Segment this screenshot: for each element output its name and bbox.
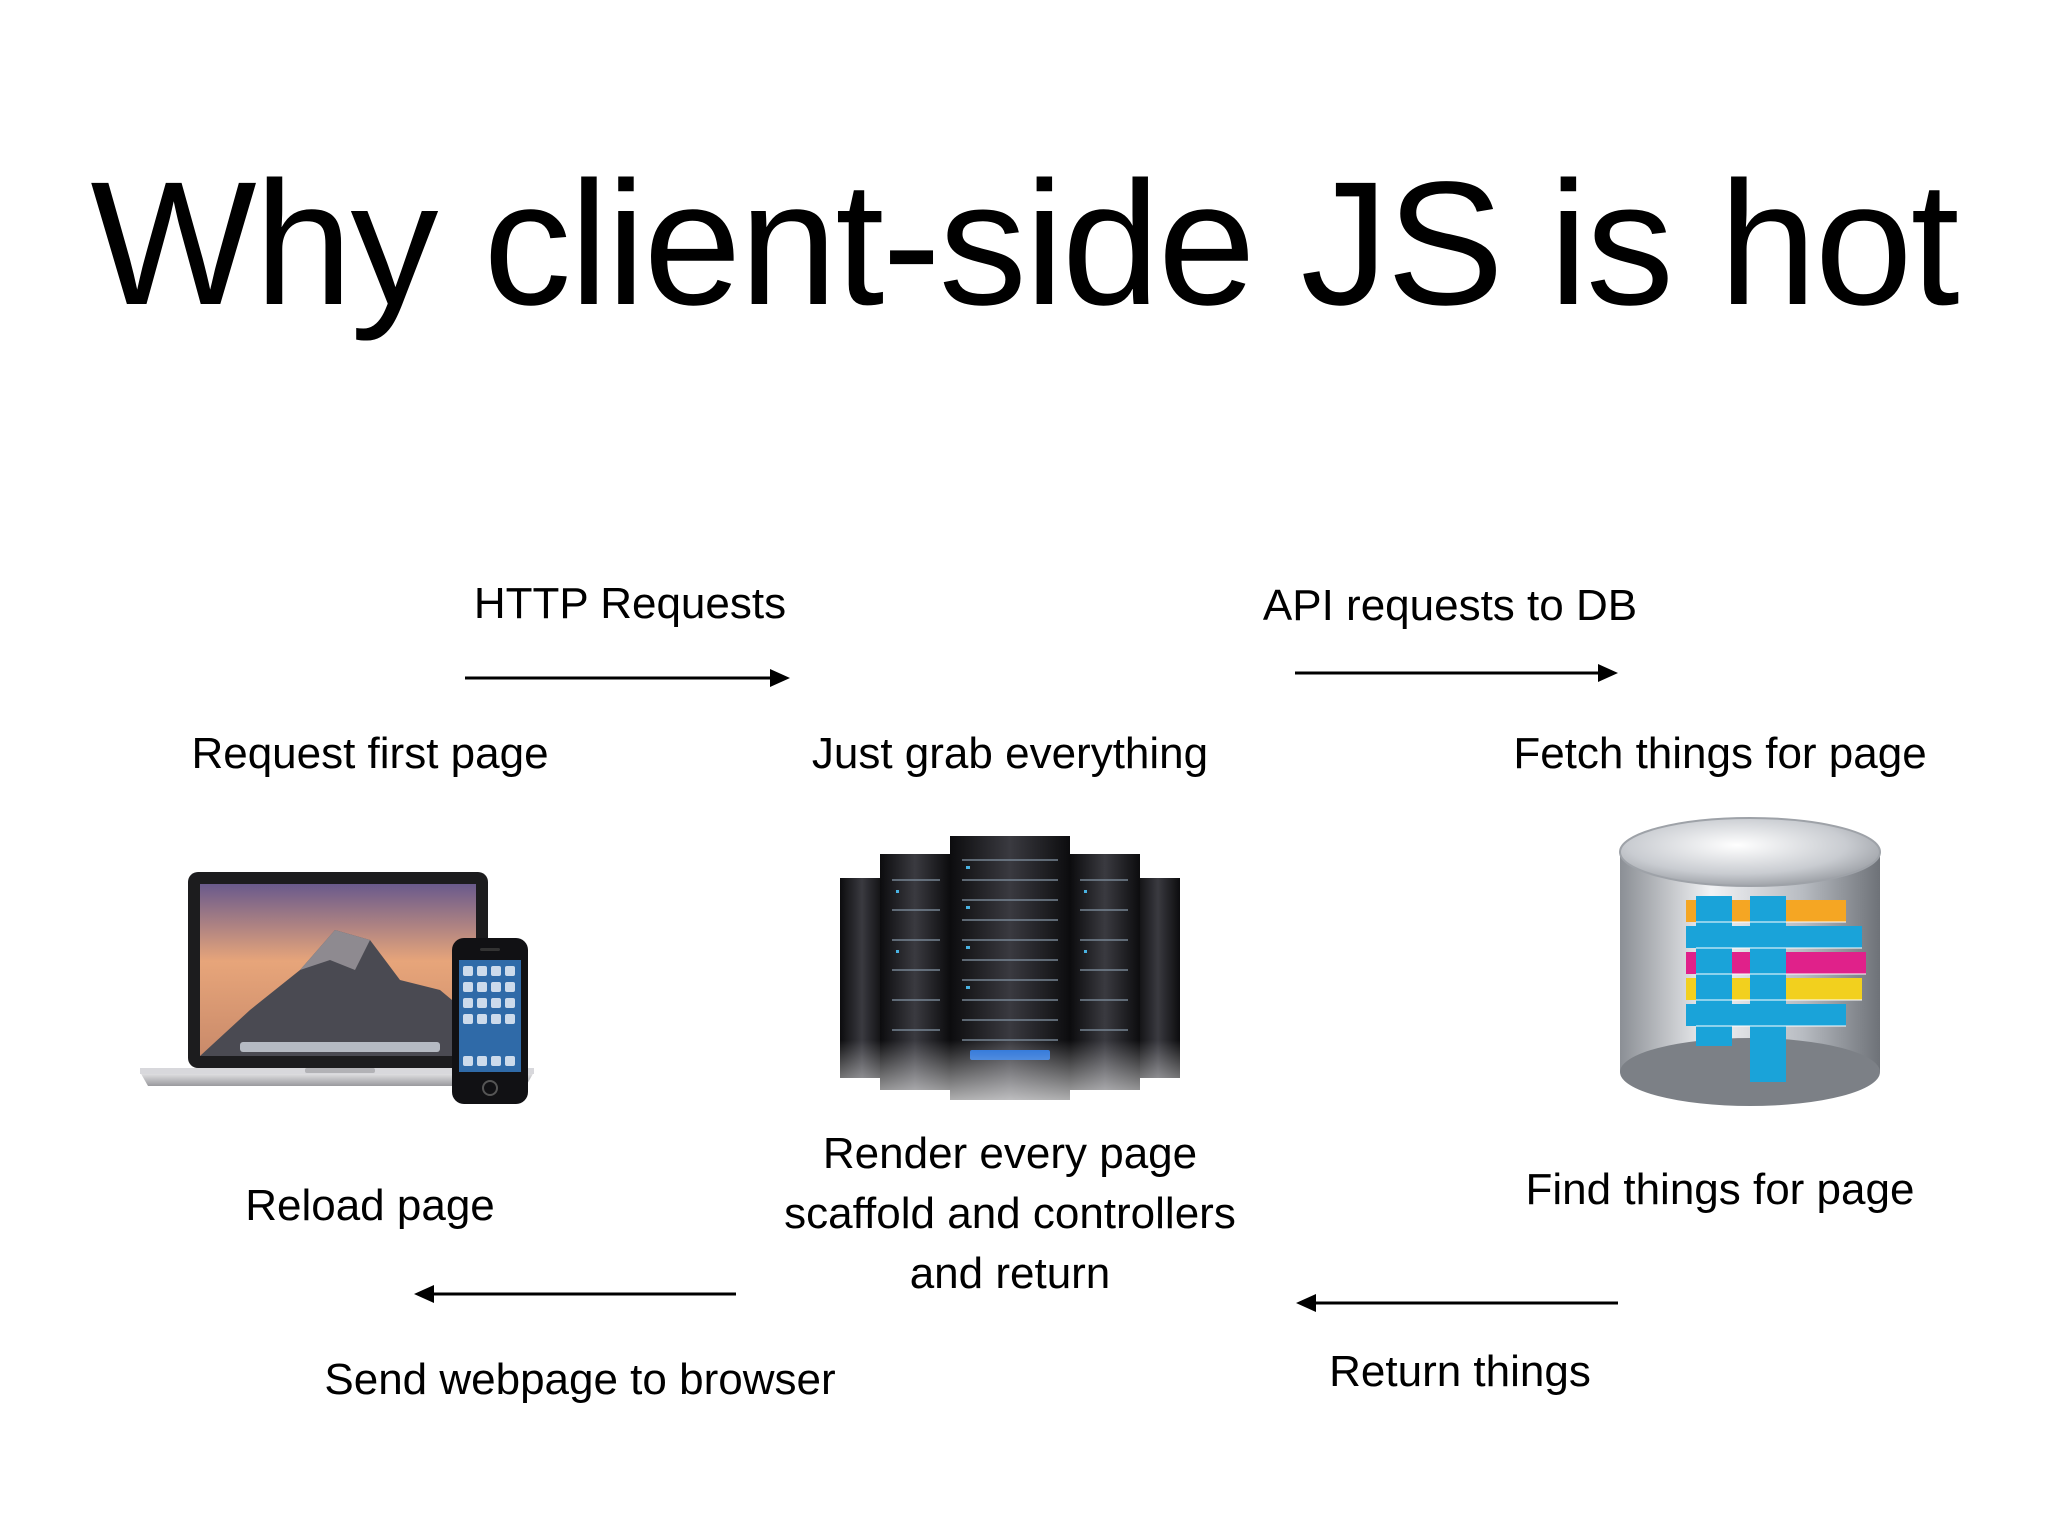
- server-bottom-line-3: and return: [909, 1249, 1111, 1298]
- server-bottom-label: Render every page scaffold and controlle…: [720, 1124, 1300, 1304]
- server-bottom-line-1: Render every page: [822, 1129, 1198, 1178]
- edge-label-send-webpage: Send webpage to browser: [324, 1355, 836, 1404]
- client-bottom-label: Reload page: [245, 1181, 495, 1230]
- database-top-label: Fetch things for page: [1513, 729, 1927, 778]
- server-bottom-line-2: scaffold and controllers: [784, 1189, 1236, 1238]
- arrow-api-requests: [1295, 664, 1618, 682]
- arrow-return-things: [1296, 1294, 1618, 1312]
- laptop-phone-icon: [140, 872, 534, 1104]
- server-top-label: Just grab everything: [811, 729, 1209, 778]
- slide-title: Why client-side JS is hot: [90, 146, 1959, 342]
- edge-label-return-things: Return things: [1329, 1347, 1591, 1396]
- arrow-http-requests: [465, 669, 790, 687]
- edge-label-http-requests: HTTP Requests: [473, 579, 787, 628]
- arrow-send-webpage: [414, 1285, 736, 1303]
- database-bottom-label: Find things for page: [1525, 1165, 1915, 1214]
- database-icon: [1619, 817, 1881, 1106]
- client-top-label: Request first page: [191, 729, 549, 778]
- edge-label-api-requests: API requests to DB: [1262, 581, 1638, 630]
- server-rack-icon: [840, 836, 1180, 1130]
